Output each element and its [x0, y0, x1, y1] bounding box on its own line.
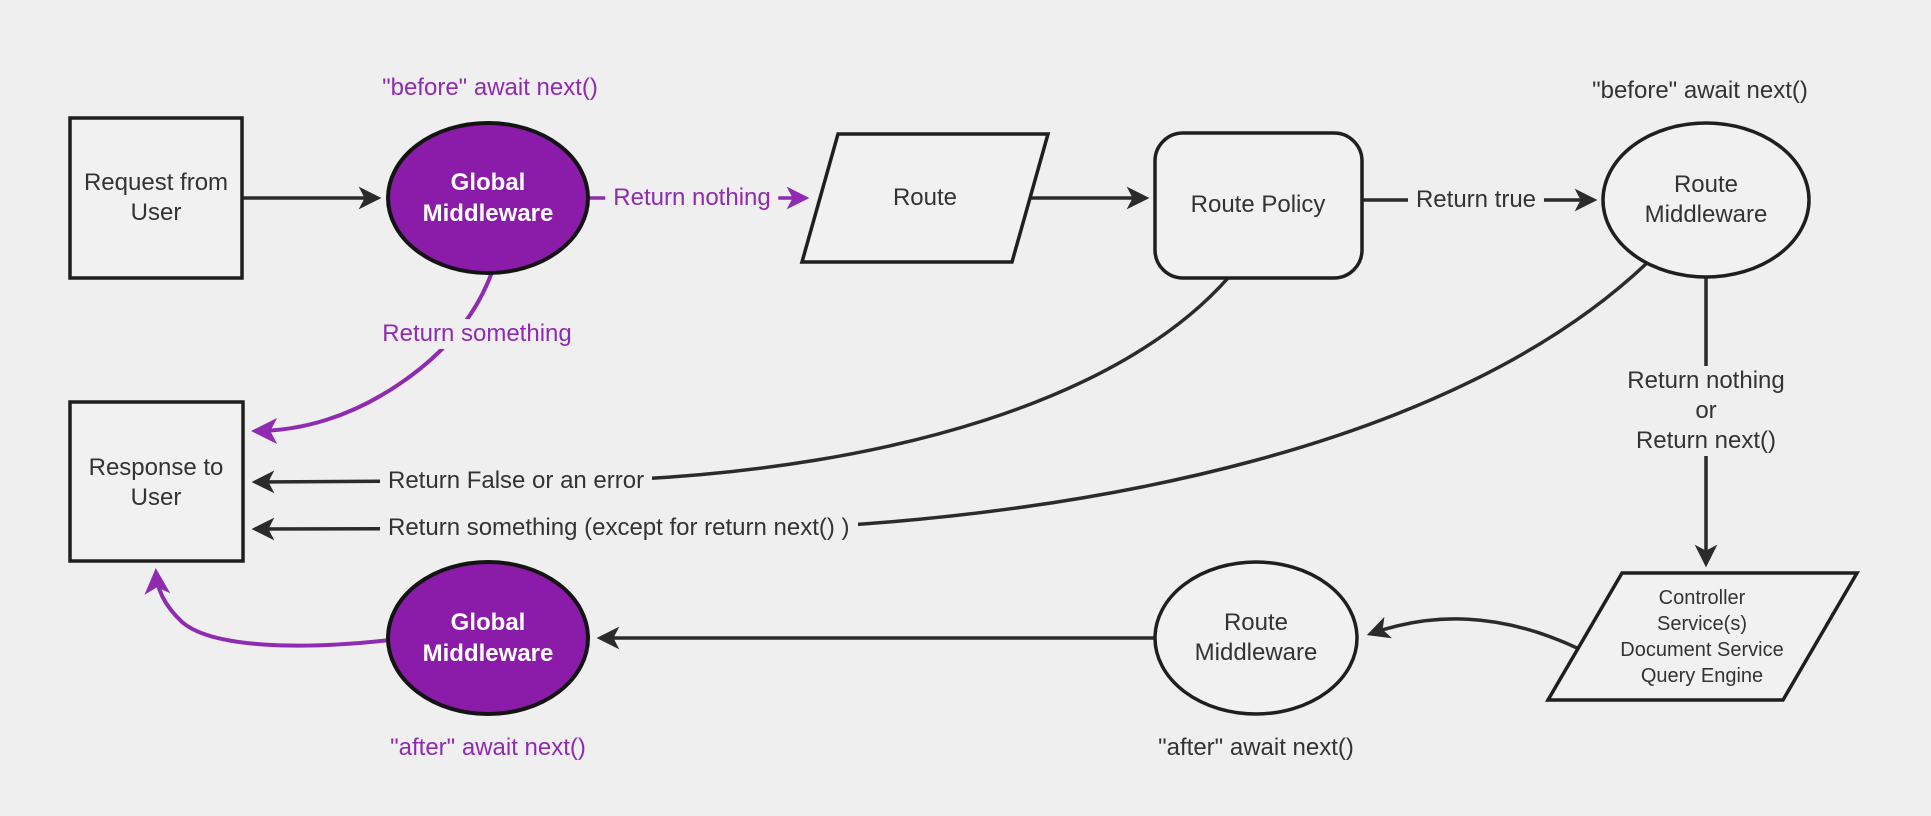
route-policy-label: Route Policy	[1190, 191, 1326, 218]
return-nothing-or-next-edge-label: Return nothing or Return next()	[1619, 366, 1793, 456]
request-from-user-box	[68, 116, 244, 280]
after-await-next-mid-annotation: "after" await next()	[1158, 734, 1354, 761]
route-policy-box	[1153, 131, 1364, 280]
edge-route-middleware-top-to-response	[251, 261, 1649, 541]
global-middleware-top-ellipse	[386, 121, 590, 275]
route-middleware-bottom-label: Route Middleware	[1194, 609, 1318, 666]
controller-parallelogram	[1544, 571, 1861, 702]
before-await-next-right-annotation: "before" await next()	[1592, 77, 1808, 104]
edge-global-middleware-bottom-to-response	[144, 568, 391, 648]
global-middleware-bottom-label: Global Middleware	[422, 609, 554, 667]
return-something-except-edge-label: Return something (except for return next…	[380, 513, 858, 543]
return-nothing-edge-label: Return nothing	[605, 183, 779, 213]
route-label: Route	[892, 184, 958, 211]
response-to-user-label: Response to User	[88, 454, 224, 511]
route-middleware-bottom-ellipse	[1153, 560, 1359, 716]
edge-global-middleware-top-to-response	[251, 271, 494, 444]
edge-route-policy-to-response	[251, 276, 1230, 494]
route-middleware-top-label: Route Middleware	[1644, 171, 1768, 228]
return-true-edge-label: Return true	[1407, 185, 1545, 215]
response-to-user-box	[68, 400, 245, 563]
return-something-edge-label: Return something	[374, 319, 580, 349]
edge-controller-to-route-middleware-bottom	[1366, 616, 1578, 650]
controller-services-label: Controller Service(s) Document Service Q…	[1620, 587, 1784, 687]
global-middleware-top-label: Global Middleware	[422, 169, 554, 227]
after-await-next-left-annotation: "after" await next()	[390, 734, 586, 761]
global-middleware-bottom-ellipse	[386, 560, 590, 716]
return-false-or-error-edge-label: Return False or an error	[380, 466, 653, 496]
route-parallelogram	[799, 132, 1051, 264]
request-from-user-label: Request from User	[83, 169, 229, 226]
route-middleware-top-ellipse	[1601, 121, 1811, 279]
before-await-next-top-annotation: "before" await next()	[382, 74, 598, 101]
